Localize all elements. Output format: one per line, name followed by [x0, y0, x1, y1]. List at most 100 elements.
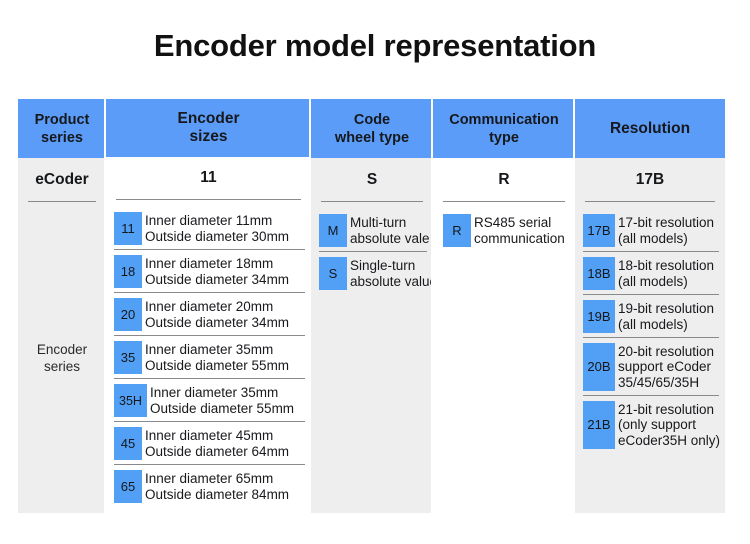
- column-header-encoder-sizes: Encoder sizes: [106, 99, 311, 157]
- wheel-line2: absolute value: [350, 273, 438, 289]
- list-item: 20B 20-bit resolution support eCoder 35/…: [583, 343, 719, 396]
- resolution-line3: 35/45/65/35H: [618, 374, 700, 390]
- size-description: Inner diameter 11mm Outside diameter 30m…: [142, 212, 289, 245]
- resolution-line2: (all models): [618, 316, 688, 332]
- list-item: 18B 18-bit resolution (all models): [583, 257, 719, 295]
- resolution-line2: (only support: [618, 417, 697, 433]
- resolution-code-badge: 19B: [583, 300, 615, 333]
- comm-description: RS485 serial communication: [471, 214, 565, 247]
- product-series-note-line2: series: [43, 358, 80, 374]
- size-line1: Inner diameter 35mm: [145, 342, 274, 357]
- wheel-code-badge: M: [319, 214, 347, 247]
- column-resolution: Resolution 17B 17B 17-bit resolution (al…: [573, 99, 725, 513]
- page-title: Encoder model representation: [153, 28, 597, 63]
- column-code-wheel-type: Code wheel type S M Multi-turn absolute …: [309, 99, 437, 513]
- code-value-resolution: 17B: [575, 158, 725, 202]
- size-line1: Inner diameter 35mm: [150, 385, 279, 400]
- header-line1: Product: [34, 111, 90, 128]
- resolution-line1: 17-bit resolution: [618, 215, 715, 230]
- size-line1: Inner diameter 18mm: [145, 256, 274, 271]
- code-value-communication-type: R: [433, 158, 575, 202]
- header-line2: sizes: [189, 127, 228, 145]
- list-item: 18 Inner diameter 18mm Outside diameter …: [114, 255, 305, 293]
- column-communication-type: Communication type R R RS485 serial comm…: [431, 99, 575, 513]
- header-line2: wheel type: [334, 129, 410, 146]
- encoder-sizes-list: 11 Inner diameter 11mm Outside diameter …: [106, 200, 311, 513]
- size-description: Inner diameter 18mm Outside diameter 34m…: [142, 255, 289, 288]
- header-line1: Communication: [449, 111, 559, 128]
- list-item: 35 Inner diameter 35mm Outside diameter …: [114, 341, 305, 379]
- communication-type-list: R RS485 serial communication: [433, 202, 575, 513]
- column-header-code-wheel-type: Code wheel type: [311, 99, 433, 158]
- resolution-line2: (all models): [618, 273, 688, 289]
- resolution-line1: 20-bit resolution: [618, 343, 715, 359]
- product-series-note: Encoder series: [18, 202, 106, 513]
- resolution-description: 17-bit resolution (all models): [615, 214, 714, 247]
- size-line2: Outside diameter 34mm: [145, 271, 290, 287]
- resolution-line3: eCoder35H only): [618, 432, 721, 448]
- size-code-badge: 35: [114, 341, 142, 374]
- resolution-description: 18-bit resolution (all models): [615, 257, 714, 290]
- size-line2: Outside diameter 84mm: [145, 486, 290, 502]
- list-item: 35H Inner diameter 35mm Outside diameter…: [114, 384, 305, 422]
- header-line2: type: [489, 129, 519, 146]
- list-item: S Single-turn absolute value: [319, 257, 437, 295]
- size-line1: Inner diameter 65mm: [145, 471, 274, 486]
- resolution-line1: 19-bit resolution: [618, 301, 715, 316]
- resolution-line1: 21-bit resolution: [618, 401, 715, 417]
- size-code-badge: 18: [114, 255, 142, 288]
- resolution-description: 21-bit resolution (only support eCoder35…: [615, 401, 720, 449]
- size-description: Inner diameter 35mm Outside diameter 55m…: [147, 384, 294, 417]
- size-line2: Outside diameter 30mm: [145, 228, 290, 244]
- resolution-description: 20-bit resolution support eCoder 35/45/6…: [615, 343, 714, 391]
- resolution-line2: (all models): [618, 230, 688, 246]
- size-description: Inner diameter 20mm Outside diameter 34m…: [142, 298, 289, 331]
- column-header-product-series: Product series: [18, 99, 106, 158]
- wheel-line1: Single-turn: [350, 258, 416, 273]
- list-item: 20 Inner diameter 20mm Outside diameter …: [114, 298, 305, 336]
- size-description: Inner diameter 35mm Outside diameter 55m…: [142, 341, 289, 374]
- resolution-code-badge: 21B: [583, 401, 615, 449]
- column-encoder-sizes: Encoder sizes 11 11 Inner diameter 11mm …: [104, 99, 311, 513]
- resolution-code-badge: 20B: [583, 343, 615, 391]
- size-line2: Outside diameter 55mm: [150, 400, 295, 416]
- resolution-description: 19-bit resolution (all models): [615, 300, 714, 333]
- header-line1: Encoder: [177, 109, 240, 127]
- size-line1: Inner diameter 20mm: [145, 299, 274, 314]
- comm-line1: RS485 serial: [474, 215, 552, 230]
- size-line2: Outside diameter 34mm: [145, 314, 290, 330]
- wheel-line1: Multi-turn: [350, 215, 407, 230]
- comm-line2: communication: [474, 230, 565, 246]
- column-header-resolution: Resolution: [575, 99, 725, 158]
- code-value-code-wheel-type: S: [311, 158, 433, 202]
- comm-code-badge: R: [443, 214, 471, 247]
- header-line1: Resolution: [609, 119, 691, 137]
- header-line2: series: [41, 129, 83, 146]
- size-line2: Outside diameter 64mm: [145, 443, 290, 459]
- column-header-communication-type: Communication type: [433, 99, 575, 158]
- wheel-description: Single-turn absolute value: [347, 257, 437, 290]
- list-item: 19B 19-bit resolution (all models): [583, 300, 719, 338]
- code-value-product-series: eCoder: [18, 158, 106, 202]
- size-line2: Outside diameter 55mm: [145, 357, 290, 373]
- header-line1: Code: [353, 111, 391, 128]
- resolution-line1: 18-bit resolution: [618, 258, 715, 273]
- resolution-code-badge: 18B: [583, 257, 615, 290]
- list-item: M Multi-turn absolute vale: [319, 214, 430, 252]
- wheel-code-badge: S: [319, 257, 347, 290]
- size-code-badge: 20: [114, 298, 142, 331]
- size-code-badge: 65: [114, 470, 142, 503]
- size-code-badge: 35H: [114, 384, 147, 417]
- list-item: 11 Inner diameter 11mm Outside diameter …: [114, 212, 305, 250]
- resolution-code-badge: 17B: [583, 214, 615, 247]
- list-item: 21B 21-bit resolution (only support eCod…: [583, 401, 720, 454]
- wheel-line2: absolute vale: [350, 230, 430, 246]
- size-description: Inner diameter 45mm Outside diameter 64m…: [142, 427, 289, 460]
- size-code-badge: 11: [114, 212, 142, 245]
- size-line1: Inner diameter 11mm: [145, 213, 273, 228]
- size-description: Inner diameter 65mm Outside diameter 84m…: [142, 470, 289, 503]
- list-item: 17B 17-bit resolution (all models): [583, 214, 719, 252]
- column-product-series: Product series eCoder Encoder series: [18, 99, 106, 513]
- code-value-encoder-sizes: 11: [106, 157, 311, 201]
- resolution-list: 17B 17-bit resolution (all models) 18B 1…: [575, 202, 725, 513]
